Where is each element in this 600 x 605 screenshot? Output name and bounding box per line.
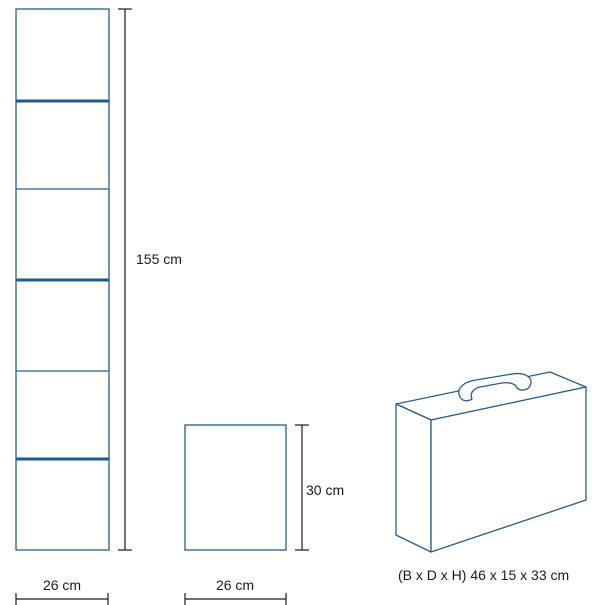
- small-box-height-label: 30 cm: [306, 482, 344, 498]
- tall-column-width-dimension: 26 cm: [15, 577, 109, 605]
- small-box-width-dimension: 26 cm: [184, 577, 287, 605]
- small-box-outline: [184, 424, 287, 551]
- suitcase-front-face: [395, 403, 432, 553]
- small-box-width-label: 26 cm: [216, 577, 254, 593]
- tall-column-height-dimension: 155 cm: [118, 8, 182, 551]
- tall-column-drawing: [15, 8, 110, 551]
- small-box-drawing: [184, 424, 287, 551]
- tall-column-width-label: 26 cm: [43, 577, 81, 593]
- suitcase-drawing: (B x D x H) 46 x 15 x 33 cm: [395, 371, 587, 583]
- suitcase-handle-grip: [458, 372, 532, 402]
- small-box-height-dimension: 30 cm: [295, 424, 344, 551]
- suitcase-side-face: [430, 386, 587, 553]
- suitcase-handle: [458, 372, 532, 402]
- tall-column-height-label: 155 cm: [136, 251, 182, 267]
- suitcase-dimensions-label: (B x D x H) 46 x 15 x 33 cm: [398, 567, 569, 583]
